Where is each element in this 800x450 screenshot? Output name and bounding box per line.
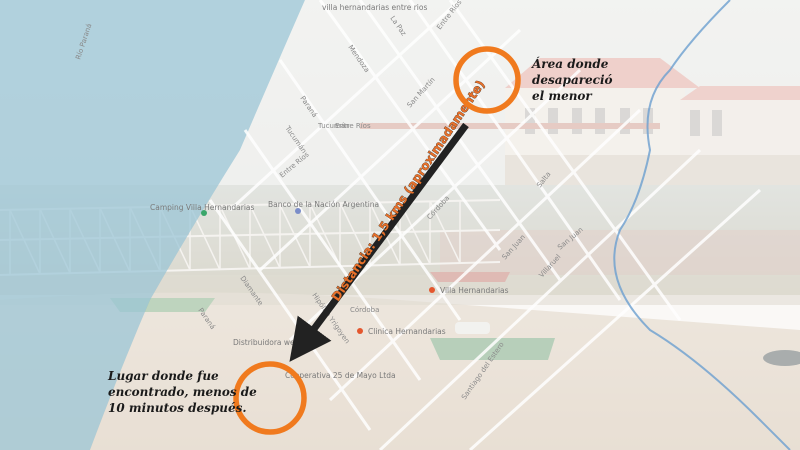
found-location-circle xyxy=(233,361,307,435)
street-grid xyxy=(208,0,762,450)
boundary-line xyxy=(613,0,791,450)
place-label: Clinica Hernandarias xyxy=(368,327,446,336)
street-label: Tucumán xyxy=(317,122,349,130)
place-label: Banco de la Nación Argentina xyxy=(268,200,379,209)
place-label: villa hernandarias entre rios xyxy=(322,3,427,12)
place-label: Distribuidora weeser xyxy=(233,338,312,347)
map-overlay xyxy=(90,0,800,450)
street-label: Córdoba xyxy=(350,306,379,314)
place-label: Camping Villa Hernandarias xyxy=(150,203,255,212)
place-label: Cooperativa 25 de Mayo Ltda xyxy=(285,371,396,380)
river-overlay xyxy=(0,0,305,450)
found-annotation: Lugar donde fue encontrado, menos de 10 … xyxy=(107,369,261,415)
disappearance-area-circle xyxy=(453,46,521,114)
disappearance-annotation: Área donde desapareció el menor xyxy=(531,56,617,103)
place-label: Villa Hernandarias xyxy=(440,286,509,295)
street-label: Entre Ríos xyxy=(335,122,371,130)
place-labels: villa hernandarias entre rios Villa Hern… xyxy=(150,3,509,380)
distance-arrow xyxy=(289,122,469,362)
